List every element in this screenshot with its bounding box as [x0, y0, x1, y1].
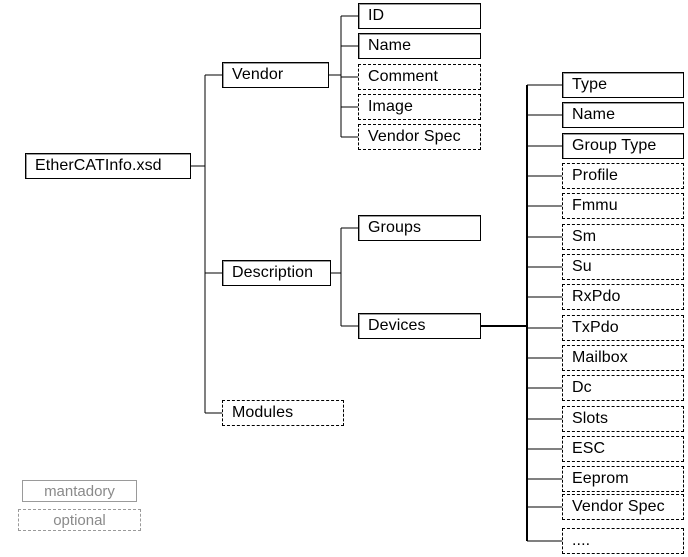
node-label: Profile — [572, 167, 619, 184]
vendor-child-name[interactable]: Name — [358, 33, 481, 59]
node-label: Name — [368, 37, 412, 54]
device-child-node[interactable]: .... — [562, 528, 684, 554]
device-child-vendor-spec[interactable]: Vendor Spec — [562, 494, 684, 520]
node-label: Fmmu — [572, 197, 618, 214]
node-label: Mailbox — [572, 349, 628, 366]
device-child-group-type[interactable]: Group Type — [562, 133, 684, 159]
node-label: Type — [572, 76, 608, 93]
legend-optional: optional — [18, 509, 141, 531]
node-label: Comment — [368, 68, 439, 85]
node-label: Devices — [368, 317, 426, 334]
node-label: Image — [368, 98, 413, 115]
device-child-eeprom[interactable]: Eeprom — [562, 466, 684, 492]
device-child-dc[interactable]: Dc — [562, 375, 684, 401]
device-child-fmmu[interactable]: Fmmu — [562, 193, 684, 219]
node-label: Vendor Spec — [572, 498, 665, 515]
node-label: RxPdo — [572, 288, 621, 305]
node-label: Groups — [368, 219, 422, 236]
device-child-name[interactable]: Name — [562, 102, 684, 128]
level2-vendor[interactable]: Vendor — [222, 62, 329, 88]
node-label: Vendor Spec — [368, 128, 461, 145]
node-label: Slots — [572, 410, 609, 427]
device-child-su[interactable]: Su — [562, 254, 684, 280]
device-child-esc[interactable]: ESC — [562, 436, 684, 462]
node-label: TxPdo — [572, 319, 619, 336]
vendor-child-vendor-spec[interactable]: Vendor Spec — [358, 124, 481, 150]
description-child-devices[interactable]: Devices — [358, 313, 481, 339]
level2-modules[interactable]: Modules — [222, 400, 344, 426]
device-child-slots[interactable]: Slots — [562, 406, 684, 432]
device-child-txpdo[interactable]: TxPdo — [562, 315, 684, 341]
node-label: ID — [368, 7, 385, 24]
node-label: Description — [232, 264, 314, 281]
legend-mandatory: mantadory — [22, 480, 137, 502]
root-ethercatinfo-xsd[interactable]: EtherCATInfo.xsd — [25, 153, 191, 179]
node-label: Dc — [572, 379, 592, 396]
device-child-type[interactable]: Type — [562, 72, 684, 98]
device-child-profile[interactable]: Profile — [562, 163, 684, 189]
node-label: Eeprom — [572, 470, 629, 487]
vendor-child-image[interactable]: Image — [358, 94, 481, 120]
device-child-mailbox[interactable]: Mailbox — [562, 345, 684, 371]
vendor-child-id[interactable]: ID — [358, 3, 481, 29]
node-label: .... — [572, 532, 591, 549]
legend-mandatory-label: mantadory — [44, 482, 115, 500]
legend-optional-label: optional — [53, 511, 106, 529]
node-label: Name — [572, 106, 616, 123]
node-label: EtherCATInfo.xsd — [35, 157, 162, 174]
node-label: Sm — [572, 228, 597, 245]
node-label: Vendor — [232, 66, 284, 83]
vendor-child-comment[interactable]: Comment — [358, 64, 481, 90]
description-child-groups[interactable]: Groups — [358, 215, 481, 241]
device-child-sm[interactable]: Sm — [562, 224, 684, 250]
node-label: Modules — [232, 404, 294, 421]
node-label: Su — [572, 258, 592, 275]
node-label: Group Type — [572, 137, 657, 154]
device-child-rxpdo[interactable]: RxPdo — [562, 284, 684, 310]
node-label: ESC — [572, 440, 606, 457]
level2-description[interactable]: Description — [222, 260, 331, 286]
